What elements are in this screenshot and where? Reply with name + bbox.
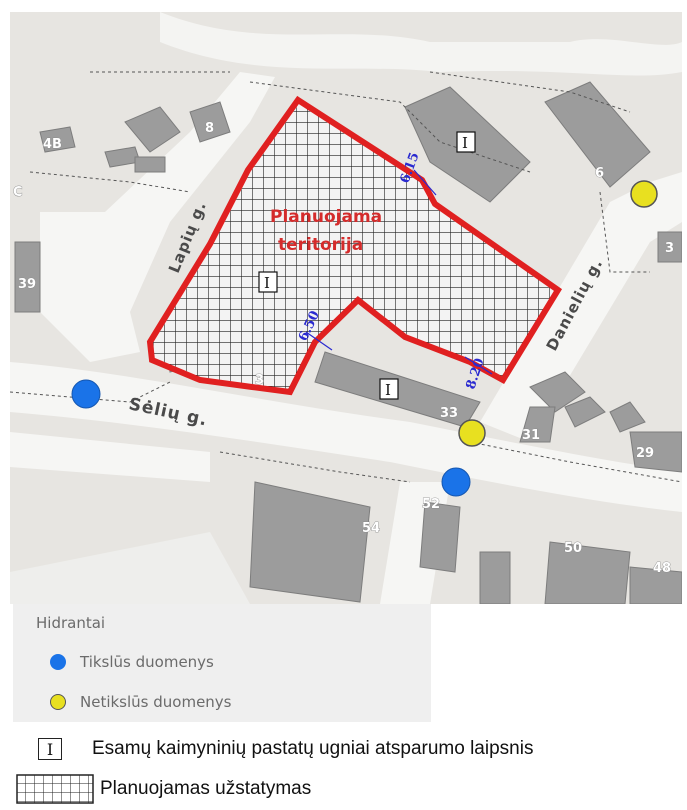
road-seliu (10, 362, 682, 512)
svg-text:3: 3 (255, 373, 264, 388)
planned-territory (146, 95, 563, 396)
svg-text:39: 39 (18, 277, 36, 292)
legend-title: Hidrantai (36, 614, 106, 632)
fire-resistance-label: Esamų kaimyninių pastatų ugniai atsparum… (92, 738, 534, 759)
yellow-dot-icon (50, 694, 66, 710)
svg-text:C: C (13, 185, 23, 200)
svg-text:31: 31 (522, 428, 540, 443)
svg-text:52: 52 (422, 497, 440, 512)
territory-label-1: Planuojama (270, 207, 382, 227)
legend-exact-row: Tikslūs duomenys (50, 651, 214, 673)
svg-text:50: 50 (564, 541, 582, 556)
svg-text:29: 29 (636, 446, 654, 461)
river-path (160, 12, 682, 76)
territory-label-2: teritorija (278, 235, 363, 255)
svg-text:4B: 4B (43, 137, 62, 152)
svg-text:I: I (385, 381, 391, 399)
building-numbers: 4B 8 6 3 39 31 29 33 52 54 50 48 C 3 (13, 121, 675, 577)
road-danieliu (480, 172, 682, 442)
legend-exact-label: Tikslūs duomenys (80, 653, 214, 671)
svg-text:6: 6 (595, 166, 604, 181)
svg-text:I: I (264, 274, 270, 292)
svg-text:48: 48 (653, 561, 671, 576)
planned-building-legend-row: Planuojamas užstatymas (16, 774, 311, 804)
svg-text:8: 8 (205, 121, 214, 136)
fire-resistance-symbol: I (38, 738, 62, 760)
hydrant-exact-1 (71, 379, 101, 409)
grid-pattern-icon (16, 774, 94, 804)
svg-text:3: 3 (665, 241, 674, 256)
blue-dot-icon (50, 654, 66, 670)
hydrant-inexact-1 (630, 180, 658, 208)
hydrant-exact-2 (441, 467, 471, 497)
road-lower-bottom (10, 532, 250, 604)
fire-resistance-marks: I I I (258, 131, 476, 400)
svg-text:33: 33 (440, 406, 458, 421)
road-lapiu (40, 72, 275, 362)
planned-building-label: Planuojamas užstatymas (100, 778, 312, 799)
fire-resistance-legend-row: I Esamų kaimyninių pastatų ugniai atspar… (18, 734, 533, 764)
svg-text:I: I (462, 134, 468, 152)
legend-inexact-label: Netikslūs duomenys (80, 693, 232, 711)
hydrant-legend-panel (13, 604, 431, 722)
legend-inexact-row: Netikslūs duomenys (50, 691, 232, 713)
site-plan-map: Planuojama teritorija I I I 6.15 6.50 8.… (10, 12, 682, 604)
hydrants (71, 180, 658, 497)
svg-text:54: 54 (362, 521, 380, 536)
road-lower-left (10, 432, 210, 482)
hydrant-inexact-2 (458, 419, 486, 447)
plot-boundaries (10, 71, 682, 483)
